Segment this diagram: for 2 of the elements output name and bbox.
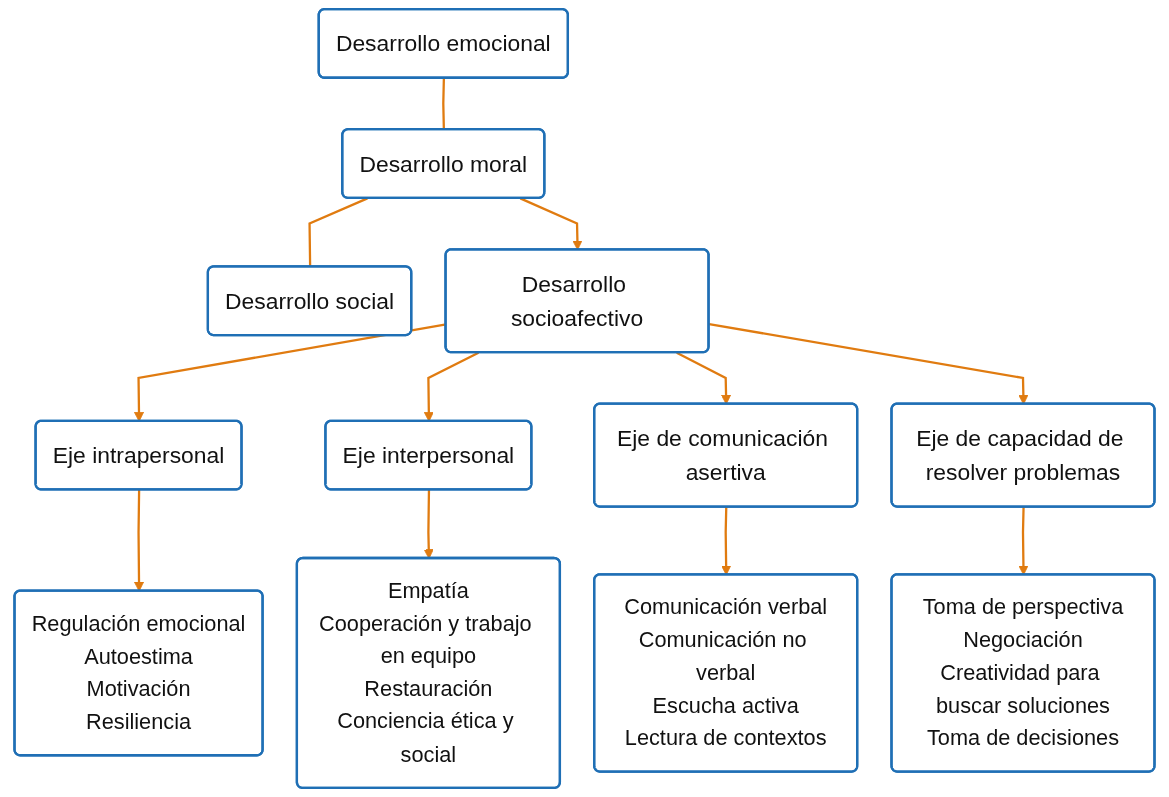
connector <box>442 78 445 130</box>
connector <box>308 197 368 267</box>
